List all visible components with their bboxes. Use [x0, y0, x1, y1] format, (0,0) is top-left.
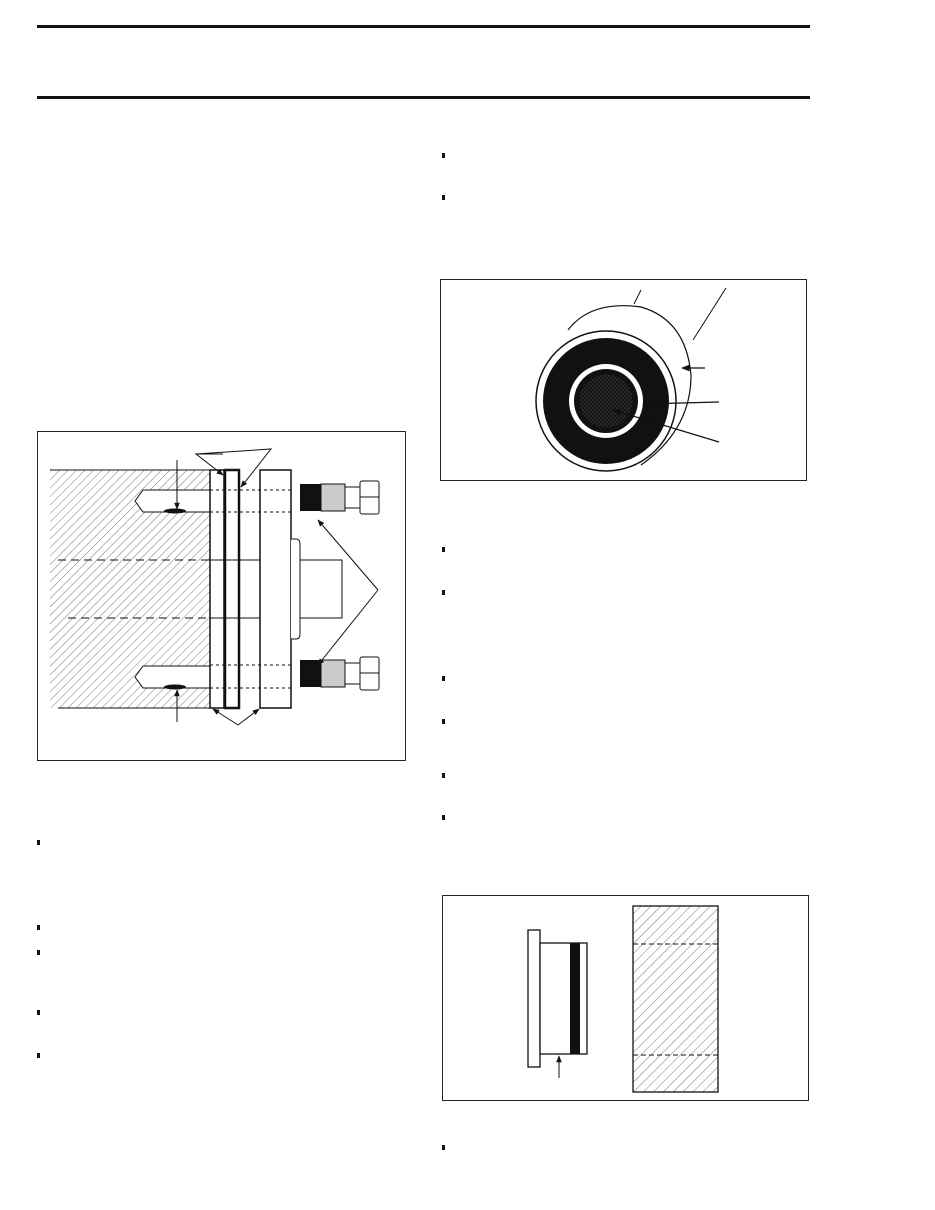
seal-installer-drawing [527, 905, 719, 1093]
square-bullet-icon [442, 676, 445, 681]
header-bottom-rule [37, 96, 810, 99]
square-bullet-icon [442, 195, 445, 200]
bolt-icon [300, 480, 380, 515]
bolt-icon [300, 656, 380, 691]
square-bullet-icon [37, 1010, 40, 1015]
square-bullet-icon [442, 1145, 445, 1150]
square-bullet-icon [442, 590, 445, 595]
figure-seal-installer [442, 895, 809, 1101]
square-bullet-icon [37, 950, 40, 955]
square-bullet-icon [442, 719, 445, 724]
square-bullet-icon [442, 153, 445, 158]
square-bullet-icon [442, 773, 445, 778]
square-bullet-icon [37, 840, 40, 845]
bearing-seal-drawing [535, 287, 727, 472]
square-bullet-icon [442, 815, 445, 820]
puller-assembly-drawing [50, 448, 380, 726]
figure-puller-assembly [37, 431, 406, 761]
figure-bearing-seal [440, 279, 807, 481]
square-bullet-icon [37, 1053, 40, 1058]
square-bullet-icon [442, 547, 445, 552]
header-top-rule [37, 25, 810, 28]
square-bullet-icon [37, 925, 40, 930]
